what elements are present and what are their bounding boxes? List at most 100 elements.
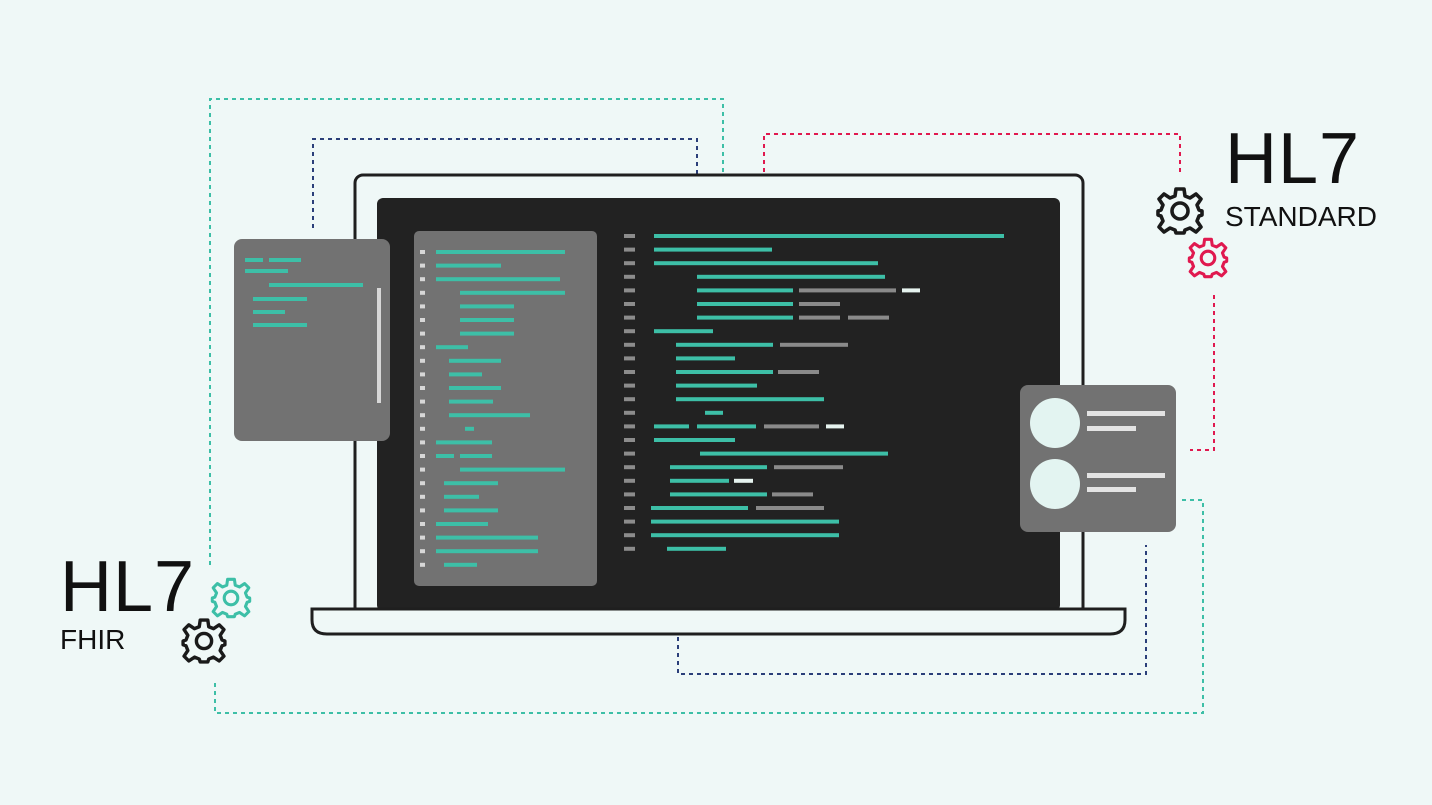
code-line bbox=[667, 546, 726, 551]
tree-line bbox=[436, 440, 492, 445]
code-line-number bbox=[624, 234, 635, 238]
code-line bbox=[697, 315, 793, 320]
tree-bullet bbox=[420, 250, 425, 254]
code-line-number bbox=[624, 410, 635, 415]
tree-line bbox=[449, 372, 482, 377]
code-line-number bbox=[624, 533, 635, 538]
code-line bbox=[651, 533, 839, 538]
avatar bbox=[1030, 398, 1080, 448]
code-line bbox=[654, 261, 878, 266]
code-line-number bbox=[624, 261, 635, 266]
code-line bbox=[902, 288, 920, 293]
code-line-number bbox=[624, 356, 635, 361]
tree-bullet bbox=[420, 263, 425, 268]
tree-bullet bbox=[420, 277, 425, 282]
tree-bullet bbox=[420, 331, 425, 336]
code-line-number bbox=[624, 315, 635, 320]
code-line bbox=[774, 465, 843, 470]
tree-bullet bbox=[420, 454, 425, 458]
code-line-number bbox=[624, 247, 635, 252]
code-line bbox=[654, 234, 1004, 238]
hl7-fhir-title: HL7 bbox=[60, 547, 196, 627]
tree-bullet bbox=[420, 318, 425, 322]
code-line bbox=[764, 424, 819, 429]
tree-bullet bbox=[420, 440, 425, 445]
tree-line bbox=[460, 304, 514, 309]
gear-icon bbox=[1156, 187, 1204, 235]
code-line-number bbox=[624, 506, 635, 510]
tree-bullet bbox=[420, 522, 425, 526]
list-item-line bbox=[1087, 473, 1165, 478]
list-item-line bbox=[1087, 411, 1165, 416]
code-line bbox=[654, 424, 689, 429]
panel-line bbox=[245, 269, 288, 273]
code-line bbox=[705, 410, 723, 415]
avatar bbox=[1030, 459, 1080, 509]
tree-line bbox=[449, 399, 493, 404]
panel-line bbox=[245, 258, 263, 262]
code-line bbox=[780, 342, 848, 347]
tree-line bbox=[436, 277, 560, 282]
code-line bbox=[848, 315, 889, 320]
panel-line bbox=[253, 297, 307, 301]
code-line-number bbox=[624, 546, 635, 551]
tree-bullet bbox=[420, 358, 425, 363]
panel-line bbox=[253, 323, 307, 327]
tree-bullet bbox=[420, 508, 425, 513]
code-line bbox=[697, 302, 793, 306]
gear-icon bbox=[210, 577, 252, 619]
code-line bbox=[756, 506, 824, 510]
tree-line bbox=[444, 481, 498, 486]
tree-line bbox=[444, 494, 479, 499]
code-line-number bbox=[624, 478, 635, 483]
code-line-number bbox=[624, 383, 635, 388]
tree-bullet bbox=[420, 535, 425, 540]
code-line bbox=[651, 519, 839, 524]
tree-bullet bbox=[420, 399, 425, 404]
code-line bbox=[676, 342, 773, 347]
file-tree-panel bbox=[414, 231, 597, 586]
code-line bbox=[697, 424, 756, 429]
tree-bullet bbox=[420, 290, 425, 295]
code-line-number bbox=[624, 397, 635, 402]
tree-line bbox=[436, 263, 501, 268]
connector-navy-top bbox=[312, 138, 698, 262]
code-line bbox=[799, 288, 896, 293]
tree-line bbox=[465, 426, 474, 431]
code-line bbox=[651, 506, 748, 510]
code-line bbox=[700, 451, 888, 456]
code-line-number bbox=[624, 492, 635, 497]
code-line-number bbox=[624, 342, 635, 347]
tree-bullet bbox=[420, 549, 425, 554]
tree-bullet bbox=[420, 304, 425, 309]
panel-line bbox=[269, 283, 363, 287]
connector-teal-left bbox=[209, 98, 724, 565]
hl7-standard-title: HL7 bbox=[1225, 119, 1361, 199]
tree-line bbox=[436, 522, 488, 526]
tree-bullet bbox=[420, 345, 425, 350]
tree-line bbox=[460, 467, 565, 472]
list-item-line bbox=[1087, 426, 1136, 431]
tree-bullet bbox=[420, 562, 425, 567]
tree-line bbox=[449, 386, 501, 390]
code-editor-lines bbox=[624, 234, 1004, 551]
tree-line bbox=[436, 250, 565, 254]
code-line bbox=[734, 478, 753, 483]
code-line-number bbox=[624, 519, 635, 524]
floating-panel-left bbox=[234, 239, 390, 441]
code-line-number bbox=[624, 438, 635, 442]
tree-line bbox=[460, 318, 514, 322]
code-line bbox=[676, 370, 773, 374]
tree-line bbox=[436, 345, 468, 350]
code-line bbox=[676, 356, 735, 361]
code-line bbox=[670, 478, 729, 483]
tree-line bbox=[460, 454, 492, 458]
code-line bbox=[676, 397, 824, 402]
code-line-number bbox=[624, 302, 635, 306]
floating-panel-left-lines bbox=[245, 258, 363, 327]
code-line-number bbox=[624, 274, 635, 279]
code-line bbox=[697, 288, 793, 293]
code-line bbox=[697, 274, 885, 279]
tree-bullet bbox=[420, 467, 425, 472]
